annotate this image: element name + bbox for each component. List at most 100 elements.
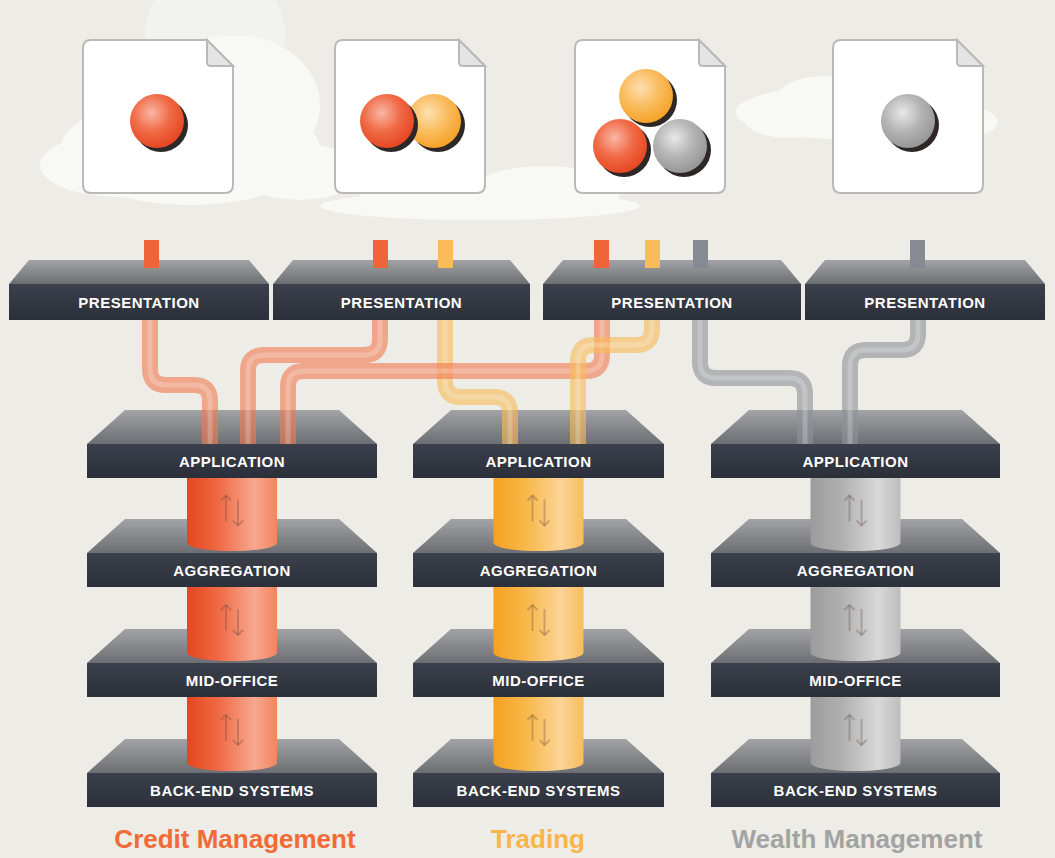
arrow-shaft <box>532 496 534 522</box>
slab-top <box>273 260 530 284</box>
pipe <box>150 320 210 444</box>
arrow-head <box>857 521 867 526</box>
layer-slab: APPLICATION <box>711 444 1000 478</box>
arrow-head <box>528 605 538 610</box>
arrow-head <box>221 715 231 720</box>
slab-top <box>87 410 377 444</box>
layer-slab: PRESENTATION <box>273 284 530 320</box>
layer-slab: APPLICATION <box>413 444 664 478</box>
clouds <box>40 0 998 220</box>
layer-slab: BACK-END SYSTEMS <box>711 773 1000 807</box>
arrow-head <box>845 715 855 720</box>
cylinder <box>811 693 901 771</box>
layer-slab: PRESENTATION <box>9 284 269 320</box>
connector <box>445 320 510 444</box>
arrow-shaft <box>237 609 239 635</box>
pipe-highlight <box>700 320 805 444</box>
documents <box>83 40 983 193</box>
connector <box>288 320 602 444</box>
slab-top <box>543 260 801 284</box>
arrow-shaft <box>849 715 851 741</box>
arrow-head <box>540 630 550 635</box>
arrow-shaft <box>237 719 239 745</box>
cylinder <box>187 693 277 771</box>
layer-label: PRESENTATION <box>611 295 732 310</box>
arrow-head <box>845 496 855 501</box>
slab-tops <box>9 260 1045 773</box>
layer-label: PRESENTATION <box>78 295 199 310</box>
arrow-head <box>528 496 538 501</box>
layer-label: APPLICATION <box>802 454 908 469</box>
layer-slab: AGGREGATION <box>413 553 664 587</box>
connector <box>248 320 380 444</box>
arrow-shaft <box>849 496 851 522</box>
layer-label: PRESENTATION <box>864 295 985 310</box>
pipe <box>850 320 918 444</box>
layer-label: APPLICATION <box>485 454 591 469</box>
document-page <box>575 40 725 193</box>
layer-slab: MID-OFFICE <box>413 663 664 697</box>
layer-label: MID-OFFICE <box>186 673 279 688</box>
pipe-highlight <box>578 320 652 444</box>
connector <box>494 693 584 771</box>
pipe-stubs <box>144 240 925 268</box>
ball <box>130 94 184 148</box>
pipe-highlight <box>445 320 510 444</box>
arrow-head <box>233 521 243 526</box>
pipe <box>288 320 602 444</box>
slab-top <box>413 410 664 444</box>
connector <box>700 320 805 444</box>
layer-label: AGGREGATION <box>797 563 915 578</box>
pipe-stub <box>594 240 609 268</box>
layer-slab: AGGREGATION <box>87 553 377 587</box>
connector <box>187 474 277 551</box>
layer-slab: BACK-END SYSTEMS <box>87 773 377 807</box>
column-label: Wealth Management <box>732 824 983 854</box>
pipe-stub <box>144 240 159 268</box>
cylinder <box>187 583 277 661</box>
pipe-stub <box>373 240 388 268</box>
arrow-shaft <box>861 500 863 526</box>
ball <box>619 69 673 123</box>
cylinder <box>187 474 277 551</box>
arrow-shaft <box>544 609 546 635</box>
layer-slab: AGGREGATION <box>711 553 1000 587</box>
column-label: Trading <box>491 824 585 854</box>
balls <box>130 69 939 177</box>
pipe <box>248 320 380 444</box>
document-page <box>335 40 485 193</box>
column-label: Credit Management <box>114 824 355 854</box>
ball <box>360 94 414 148</box>
cylinder <box>494 583 584 661</box>
arrow-head <box>233 630 243 635</box>
layer-label: BACK-END SYSTEMS <box>774 783 938 798</box>
arrow-shaft <box>849 605 851 631</box>
arrow-shaft <box>532 605 534 631</box>
arrow-head <box>540 521 550 526</box>
layer-slab: MID-OFFICE <box>711 663 1000 697</box>
cylinder <box>811 474 901 551</box>
arrow-head <box>845 605 855 610</box>
pipe-highlight <box>248 320 380 444</box>
document-page <box>83 40 233 193</box>
layer-slab: APPLICATION <box>87 444 377 478</box>
arrow-head <box>857 740 867 745</box>
cylinder <box>494 693 584 771</box>
pipe <box>700 320 805 444</box>
pipe-stub <box>645 240 660 268</box>
connector <box>187 693 277 771</box>
arrow-shaft <box>225 496 227 522</box>
cylinder <box>494 474 584 551</box>
layer-label: BACK-END SYSTEMS <box>150 783 314 798</box>
pipe-stub <box>910 240 925 268</box>
pipe-highlight <box>850 320 918 444</box>
arrow-head <box>528 715 538 720</box>
connector <box>494 474 584 551</box>
arrow-shaft <box>225 605 227 631</box>
cylinder <box>811 583 901 661</box>
connector <box>187 583 277 661</box>
layer-label: MID-OFFICE <box>492 673 585 688</box>
arrow-shaft <box>237 500 239 526</box>
layer-label: AGGREGATION <box>480 563 598 578</box>
pipe <box>578 320 652 444</box>
